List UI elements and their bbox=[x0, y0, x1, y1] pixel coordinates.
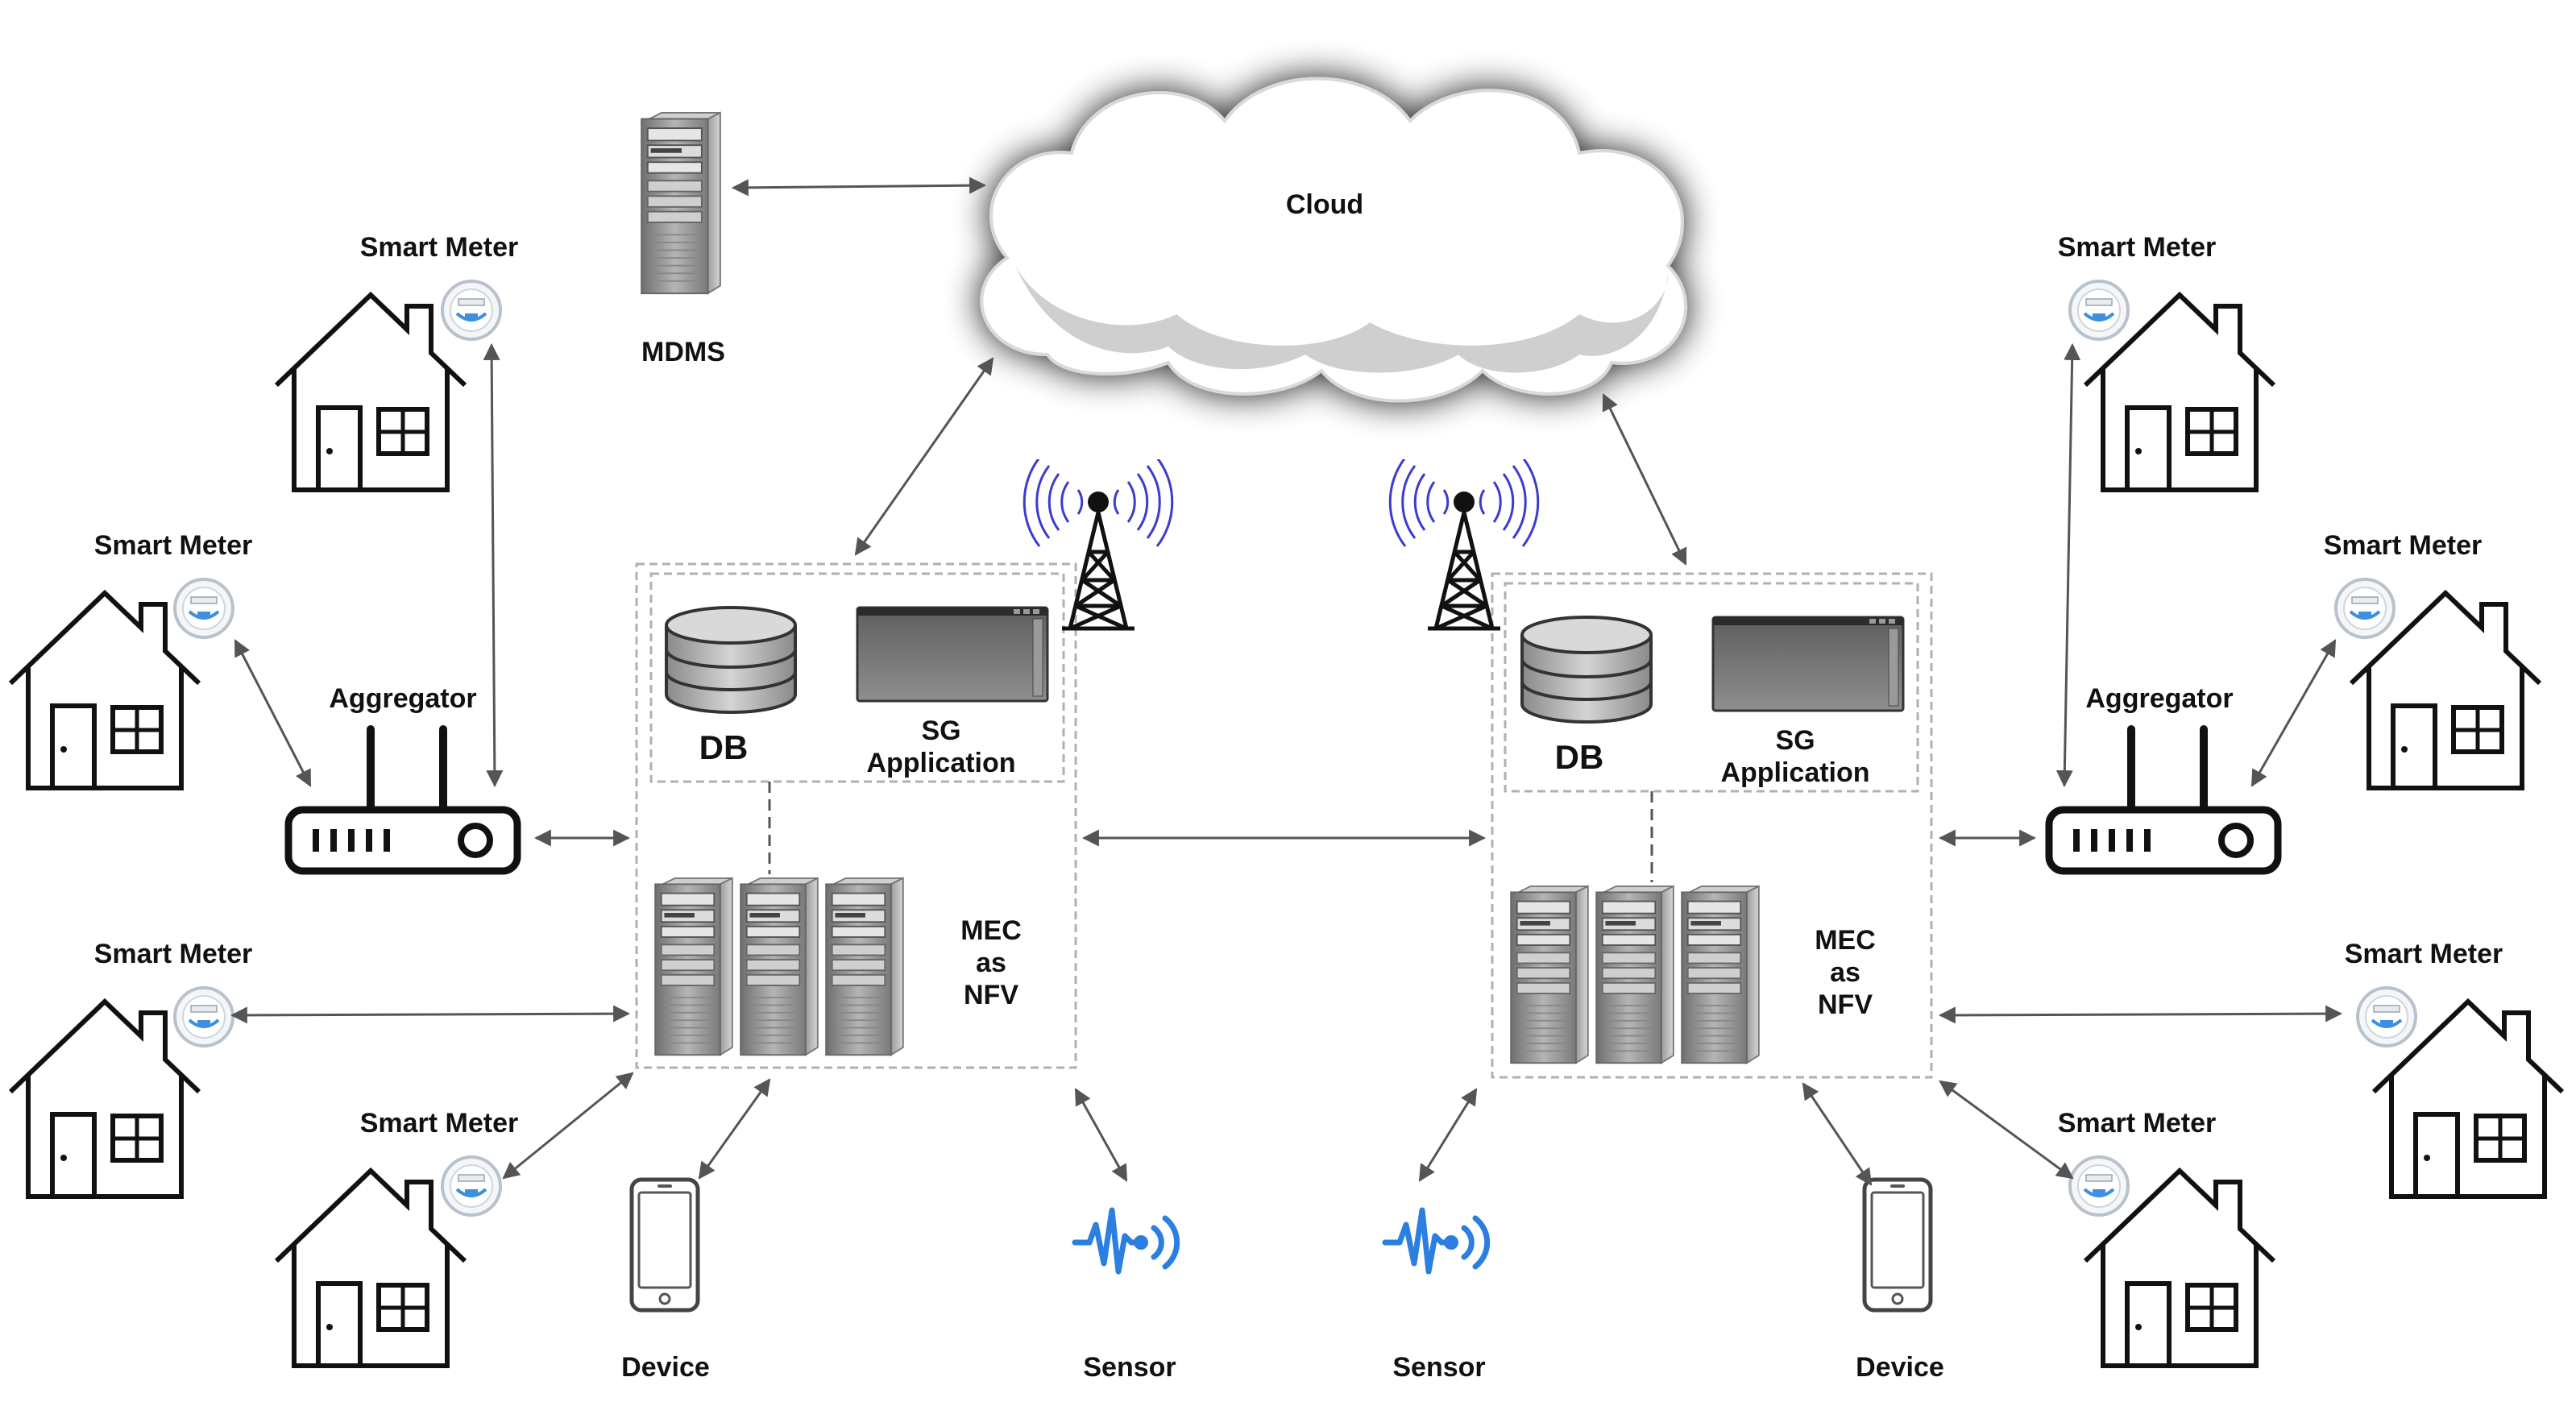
right-mec-server-3 bbox=[1681, 885, 1760, 1064]
sensor-icon bbox=[1075, 1210, 1177, 1271]
left-app-window-icon bbox=[856, 606, 1049, 703]
mdms-label: MDMS bbox=[641, 337, 725, 367]
left-edge-node: DB SG Application MEC as NFV bbox=[635, 562, 1077, 1069]
sensor-left-label: Sensor bbox=[1083, 1352, 1176, 1383]
device-left-label: Device bbox=[621, 1352, 710, 1383]
arrow-left-edge-sensor bbox=[1074, 1088, 1128, 1182]
arrow-rightbottom-meter-edge bbox=[1939, 1080, 2074, 1180]
smart-meter-label: Smart Meter bbox=[2058, 232, 2217, 263]
right-app-window-icon bbox=[1711, 616, 1905, 712]
device-left: Device bbox=[621, 1180, 710, 1383]
arrow-leftlow-meter-edge bbox=[230, 1005, 631, 1024]
arrow-cloud-left-edge bbox=[854, 357, 994, 556]
smart-meter-icon bbox=[2356, 986, 2417, 1047]
left-mec-server-1 bbox=[654, 877, 733, 1056]
smart-meter-label: Smart Meter bbox=[2058, 1108, 2217, 1139]
left-edge-inner-box bbox=[649, 572, 1065, 783]
cloud-label: Cloud bbox=[1286, 189, 1363, 220]
device-right: Device bbox=[1856, 1180, 1944, 1383]
house-right-mid: Smart Meter bbox=[2324, 530, 2540, 788]
house-left-top: Smart Meter bbox=[276, 232, 518, 490]
smart-meter-label: Smart Meter bbox=[360, 232, 519, 263]
smart-meter-label: Smart Meter bbox=[2345, 939, 2503, 969]
right-app-label-line2: Application bbox=[1720, 757, 1869, 788]
left-db-label: DB bbox=[699, 728, 749, 766]
house-right-low: Smart Meter bbox=[2345, 939, 2562, 1197]
right-edge-outer-box bbox=[1491, 572, 1933, 1079]
connections bbox=[230, 176, 2343, 1186]
right-mec-line1: MEC bbox=[1815, 925, 1876, 956]
cloud: Cloud bbox=[980, 77, 1688, 403]
router-icon bbox=[288, 729, 517, 871]
right-db-icon bbox=[1520, 616, 1653, 724]
arrow-right-edge-device bbox=[1802, 1082, 1873, 1186]
house-left-low: Smart Meter bbox=[10, 939, 252, 1197]
left-app-label-line1: SG bbox=[921, 716, 960, 746]
arrow-rightmid-meter-aggregator bbox=[2250, 639, 2337, 787]
smart-meter-icon bbox=[173, 986, 234, 1047]
arrow-mdms-cloud bbox=[731, 176, 987, 197]
right-antenna-icon bbox=[1390, 458, 1538, 628]
arrow-left-edge-device bbox=[698, 1078, 771, 1180]
house-icon bbox=[10, 1002, 199, 1197]
right-mec-server-1 bbox=[1510, 885, 1589, 1064]
aggregator-left-label: Aggregator bbox=[329, 683, 476, 714]
smart-meter-icon bbox=[441, 280, 502, 341]
smartphone-icon bbox=[632, 1180, 698, 1310]
aggregator-right-label: Aggregator bbox=[2085, 683, 2233, 714]
smart-meter-icon bbox=[2334, 578, 2396, 639]
left-edge-outer-box bbox=[635, 562, 1077, 1069]
right-edge-node: DB SG Application MEC as NFV bbox=[1491, 572, 1933, 1079]
house-icon bbox=[10, 593, 199, 788]
device-right-label: Device bbox=[1856, 1352, 1944, 1383]
smart-meter-label: Smart Meter bbox=[94, 530, 253, 561]
left-mec-line2: as bbox=[976, 948, 1006, 978]
left-app-label-line2: Application bbox=[866, 748, 1015, 778]
house-right-bottom: Smart Meter bbox=[2058, 1108, 2274, 1366]
arrow-rightlow-meter-edge bbox=[1938, 1005, 2343, 1024]
right-mec-server-2 bbox=[1595, 885, 1674, 1064]
arrow-leftmid-meter-aggregator bbox=[234, 639, 312, 787]
smartphone-icon bbox=[1865, 1180, 1931, 1310]
left-db-icon bbox=[665, 606, 797, 714]
smart-meter-label: Smart Meter bbox=[360, 1108, 519, 1139]
smart-meter-icon bbox=[441, 1155, 502, 1217]
arrow-cloud-right-edge bbox=[1602, 393, 1687, 566]
right-mec-line2: as bbox=[1830, 957, 1860, 988]
right-db-label: DB bbox=[1555, 738, 1604, 776]
house-icon bbox=[276, 1171, 465, 1366]
aggregator-left: Aggregator bbox=[288, 683, 517, 871]
house-right-top: Smart Meter bbox=[2058, 232, 2274, 490]
arrow-right-edge-sensor bbox=[1418, 1088, 1478, 1182]
left-mec-line3: NFV bbox=[964, 980, 1018, 1010]
right-edge-inner-box bbox=[1504, 582, 1919, 793]
left-mec-line1: MEC bbox=[960, 915, 1022, 946]
smart-meter-icon bbox=[173, 578, 234, 639]
mdms-server: MDMS bbox=[641, 111, 725, 367]
house-left-mid: Smart Meter bbox=[10, 530, 252, 788]
arrow-righttop-meter-aggregator bbox=[2055, 342, 2081, 788]
aggregator-right: Aggregator bbox=[2049, 683, 2278, 871]
right-mec-line3: NFV bbox=[1818, 989, 1873, 1020]
arrow-lefttop-meter-aggregator bbox=[483, 342, 504, 788]
right-app-label-line1: SG bbox=[1775, 725, 1815, 756]
left-antenna-icon bbox=[1024, 458, 1172, 628]
sensor-right: Sensor bbox=[1385, 1210, 1487, 1383]
smart-meter-icon bbox=[2068, 1155, 2130, 1217]
sensor-right-label: Sensor bbox=[1392, 1352, 1485, 1383]
smart-meter-icon bbox=[2068, 280, 2130, 341]
left-mec-server-3 bbox=[825, 877, 904, 1056]
left-mec-server-2 bbox=[740, 877, 819, 1056]
smart-meter-label: Smart Meter bbox=[2324, 530, 2483, 561]
house-left-bottom: Smart Meter bbox=[276, 1108, 518, 1366]
house-icon bbox=[276, 295, 465, 490]
arrow-leftbottom-meter-edge bbox=[502, 1072, 634, 1180]
smart-meter-label: Smart Meter bbox=[94, 939, 253, 969]
sensor-left: Sensor bbox=[1075, 1210, 1177, 1383]
sensor-icon bbox=[1385, 1210, 1487, 1271]
router-icon bbox=[2049, 729, 2278, 871]
